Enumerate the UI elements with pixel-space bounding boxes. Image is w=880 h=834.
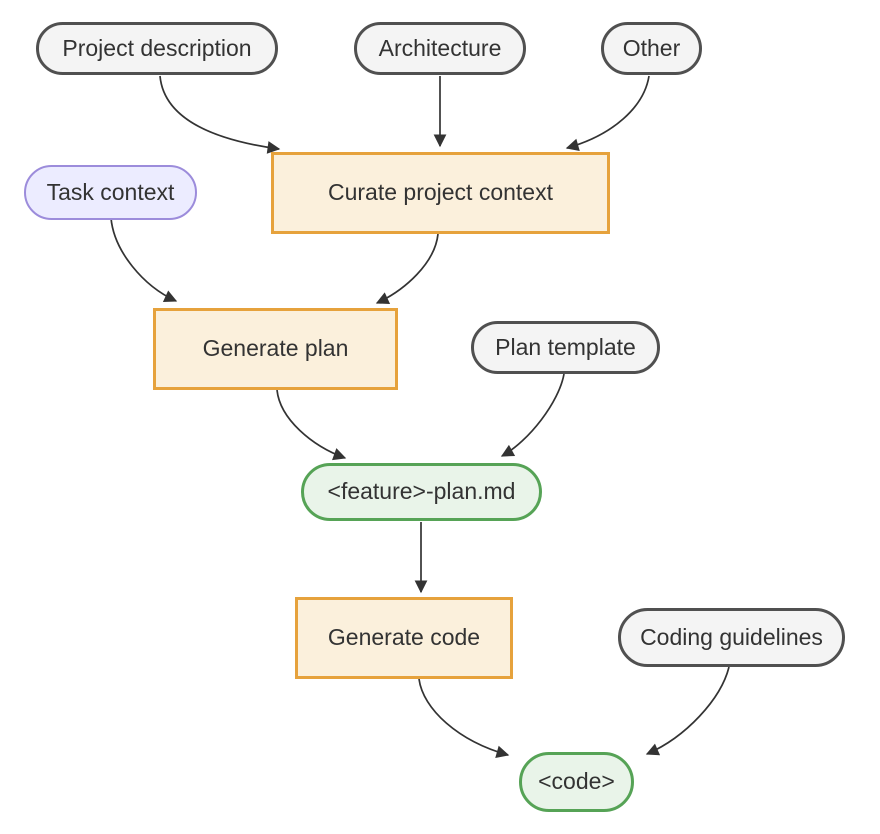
edge-generate-plan-to-feature-plan-md	[276, 389, 347, 461]
node-plan-template: Plan template	[471, 321, 660, 374]
node-project-description-label: Project description	[62, 34, 252, 61]
node-generate-plan-label: Generate plan	[202, 335, 349, 362]
edge-task-context-to-generate-plan	[110, 217, 178, 303]
edge-curate-project-context-to-generate-plan	[375, 233, 439, 304]
node-feature-plan-md-label: <feature>-plan.md	[327, 478, 516, 505]
node-task-context-label: Task context	[46, 178, 175, 205]
node-code: <code>	[519, 752, 634, 812]
node-plan-template-label: Plan template	[495, 333, 636, 360]
edge-project-description-to-curate-project-context	[159, 75, 281, 154]
edge-generate-code-to-code	[418, 678, 510, 759]
node-curate-project-context-label: Curate project context	[327, 179, 553, 206]
node-project-description: Project description	[36, 22, 278, 75]
node-architecture: Architecture	[354, 22, 526, 75]
node-task-context: Task context	[24, 165, 197, 220]
edge-other-to-curate-project-context	[565, 75, 650, 152]
node-curate-project-context: Curate project context	[271, 152, 610, 234]
node-code-label: <code>	[538, 768, 615, 795]
node-other-label: Other	[622, 34, 681, 61]
node-coding-guidelines-label: Coding guidelines	[640, 623, 823, 650]
node-architecture-label: Architecture	[378, 34, 502, 61]
node-generate-code-label: Generate code	[327, 624, 481, 651]
node-feature-plan-md: <feature>-plan.md	[301, 463, 542, 521]
edge-coding-guidelines-to-code	[645, 666, 730, 756]
node-other: Other	[601, 22, 702, 75]
node-generate-code: Generate code	[295, 597, 513, 679]
edge-plan-template-to-feature-plan-md	[500, 373, 565, 457]
node-generate-plan: Generate plan	[153, 308, 398, 390]
node-coding-guidelines: Coding guidelines	[618, 608, 845, 667]
